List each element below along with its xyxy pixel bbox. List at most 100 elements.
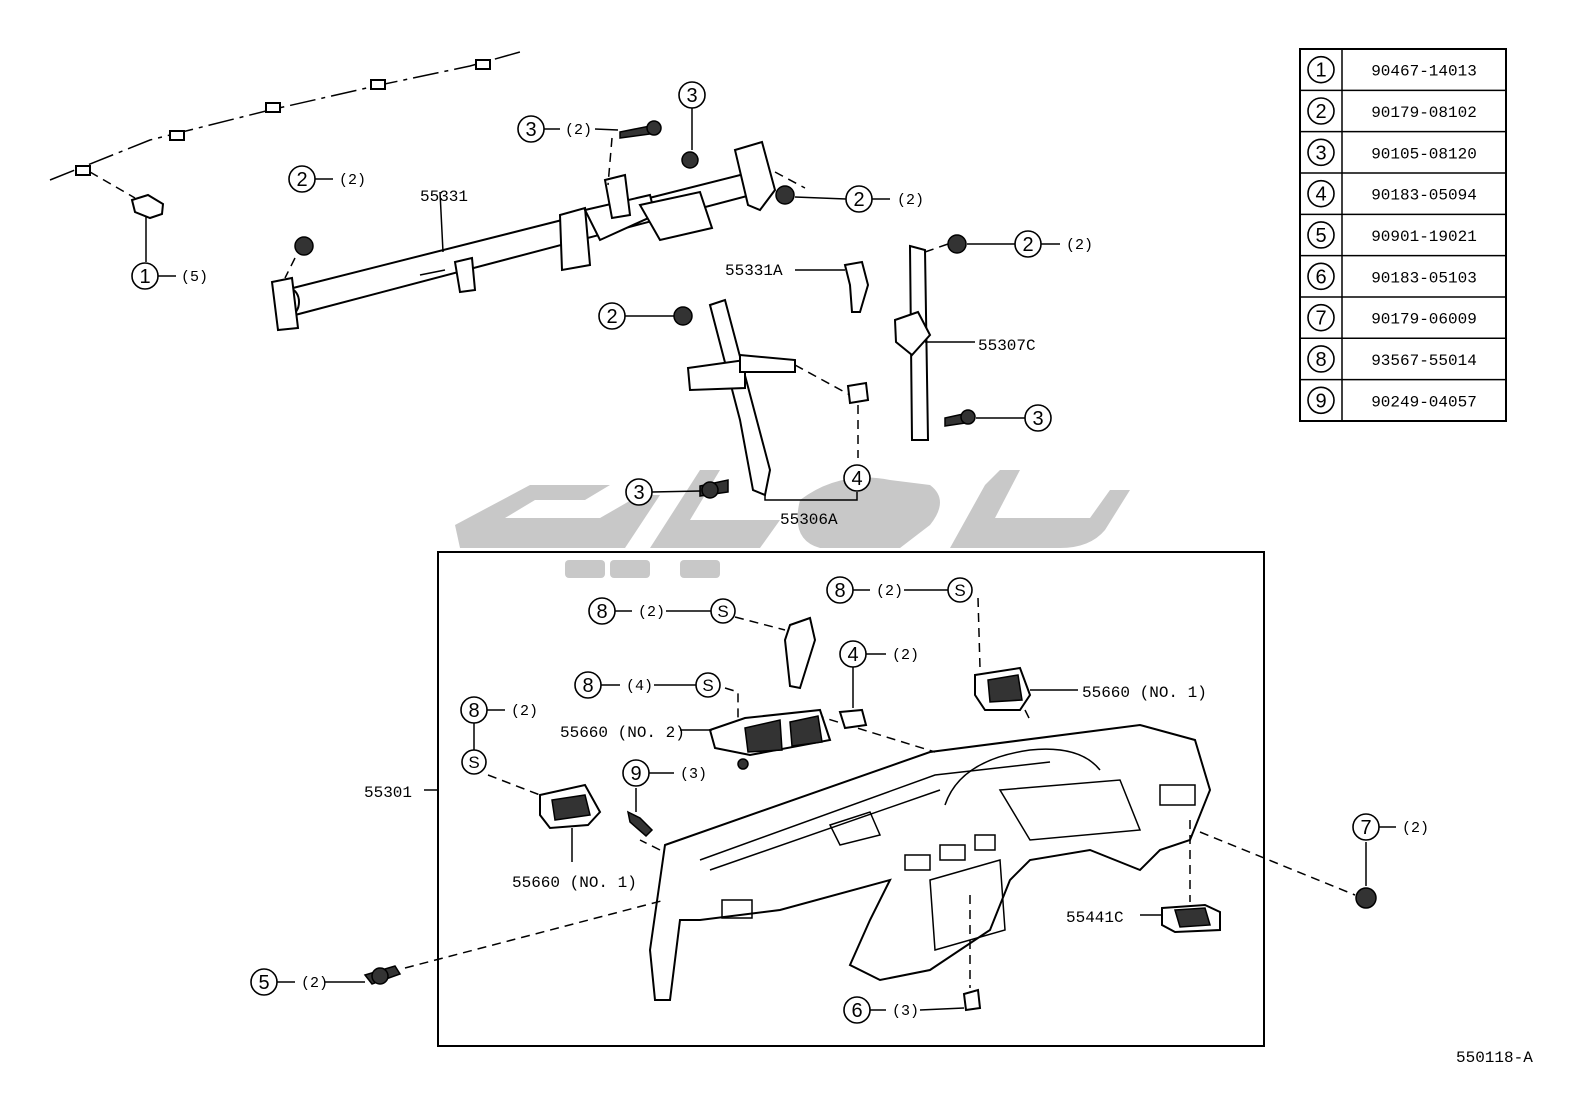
svg-text:(2): (2) xyxy=(876,583,903,600)
label-55660-no1-right: 55660 (NO. 1) xyxy=(1082,684,1207,702)
callout-9: 4 xyxy=(843,464,871,492)
legend-ref-circle xyxy=(1307,345,1335,373)
svg-text:1: 1 xyxy=(139,266,150,288)
callouts: 1 (5) 2 (2) 3 (2) 3 2 xyxy=(131,81,1429,1024)
cross-car-beam xyxy=(270,120,806,332)
svg-text:S: S xyxy=(468,753,479,772)
cowl-line xyxy=(49,51,521,181)
bracket-55307c xyxy=(893,234,976,441)
clip-bracket-upper xyxy=(734,616,817,690)
svg-text:3: 3 xyxy=(1032,408,1043,430)
instrument-panel xyxy=(424,714,1212,1001)
svg-text:3: 3 xyxy=(633,482,644,504)
legend-ref-circle xyxy=(1307,262,1335,291)
svg-text:(4): (4) xyxy=(626,678,653,695)
legend-ref: 3 xyxy=(1315,142,1326,164)
legend-ref: 1 xyxy=(1315,60,1326,82)
legend-ref: 2 xyxy=(1315,101,1326,123)
screw-9 xyxy=(626,788,654,838)
svg-text:S: S xyxy=(702,676,713,695)
legend-part-number: 90901-19021 xyxy=(1371,228,1477,246)
callout-18: 5 (2) xyxy=(250,968,328,996)
svg-text:6: 6 xyxy=(851,1000,862,1022)
clip-part xyxy=(89,171,165,262)
legend-ref-circle xyxy=(1307,179,1335,208)
legend-ref-circle xyxy=(1307,55,1335,84)
svg-text:8: 8 xyxy=(468,700,479,722)
callout-12: 8 (2) S xyxy=(826,576,973,604)
callout-2: 2 (2) xyxy=(288,165,366,193)
legend-ref-circle xyxy=(1307,138,1335,167)
svg-text:(2): (2) xyxy=(892,647,919,664)
clip-6 xyxy=(919,895,982,1012)
label-55441c: 55441C xyxy=(1066,909,1124,927)
label-55660-no1-left: 55660 (NO. 1) xyxy=(512,874,637,892)
svg-text:(5): (5) xyxy=(181,269,208,286)
svg-text:8: 8 xyxy=(596,601,607,623)
fastener-7 xyxy=(1199,831,1377,909)
duct-55441c xyxy=(1140,820,1221,934)
svg-text:7: 7 xyxy=(1360,817,1371,839)
svg-text:(2): (2) xyxy=(301,975,328,992)
vent-no1-left xyxy=(487,774,602,862)
svg-text:3: 3 xyxy=(525,119,536,141)
svg-text:2: 2 xyxy=(606,306,617,328)
screw-5 xyxy=(325,899,666,985)
callout-16: 9 (3) xyxy=(622,759,707,787)
svg-text:5: 5 xyxy=(258,972,269,994)
callout-11: 8 (2) S xyxy=(588,597,736,625)
callout-3: 3 (2) xyxy=(517,115,619,143)
svg-text:3: 3 xyxy=(686,85,697,107)
callout-13: 4 (2) xyxy=(839,640,919,668)
callout-4: 3 xyxy=(678,81,706,150)
legend-ref: 7 xyxy=(1315,308,1326,330)
callout-14: 8 (4) S xyxy=(574,671,721,699)
legend-ref-circle xyxy=(1307,221,1335,249)
bracket-55306a xyxy=(673,298,870,501)
svg-text:(3): (3) xyxy=(680,766,707,783)
svg-text:(2): (2) xyxy=(638,604,665,621)
svg-text:8: 8 xyxy=(834,580,845,602)
legend-part-number: 90105-08120 xyxy=(1371,145,1477,163)
bracket-55331a xyxy=(795,260,870,313)
legend-part-number: 90179-08102 xyxy=(1371,104,1477,122)
svg-text:(2): (2) xyxy=(339,172,366,189)
legend-ref: 8 xyxy=(1315,349,1326,371)
svg-text:4: 4 xyxy=(851,468,862,490)
callout-8: 3 xyxy=(976,404,1052,432)
svg-text:2: 2 xyxy=(853,189,864,211)
svg-text:4: 4 xyxy=(847,644,858,666)
legend-ref: 5 xyxy=(1315,225,1326,247)
label-55331: 55331 xyxy=(420,188,468,206)
vent-no1-right xyxy=(974,597,1078,721)
svg-text:2: 2 xyxy=(1022,234,1033,256)
label-55307c: 55307C xyxy=(978,337,1036,355)
legend-ref-circle xyxy=(1307,97,1335,125)
callout-1: 1 (5) xyxy=(131,262,208,290)
label-55306a: 55306A xyxy=(780,511,838,529)
lower-assembly-frame xyxy=(437,551,1265,1047)
legend-ref: 9 xyxy=(1315,390,1326,412)
legend-part-number: 93567-55014 xyxy=(1371,352,1477,370)
svg-text:(2): (2) xyxy=(565,122,592,139)
legend-part-number: 90179-06009 xyxy=(1371,311,1477,329)
watermark-logo xyxy=(455,470,1130,578)
svg-text:9: 9 xyxy=(630,763,641,785)
vent-no2 xyxy=(680,687,832,770)
legend-ref: 4 xyxy=(1315,184,1326,206)
label-55660-no2: 55660 (NO. 2) xyxy=(560,724,685,742)
legend-part-number: 90249-04057 xyxy=(1371,393,1477,411)
callout-15: 8 (2) S xyxy=(460,696,538,775)
legend-ref-circle xyxy=(1307,386,1335,415)
svg-text:2: 2 xyxy=(296,169,307,191)
svg-text:(2): (2) xyxy=(897,192,924,209)
legend-part-number: 90183-05094 xyxy=(1371,187,1477,205)
svg-text:(2): (2) xyxy=(1066,237,1093,254)
clip-4-lower xyxy=(838,667,868,730)
svg-text:S: S xyxy=(717,602,728,621)
callout-7: 2 xyxy=(598,302,674,330)
callout-19: 6 (3) xyxy=(843,996,919,1024)
